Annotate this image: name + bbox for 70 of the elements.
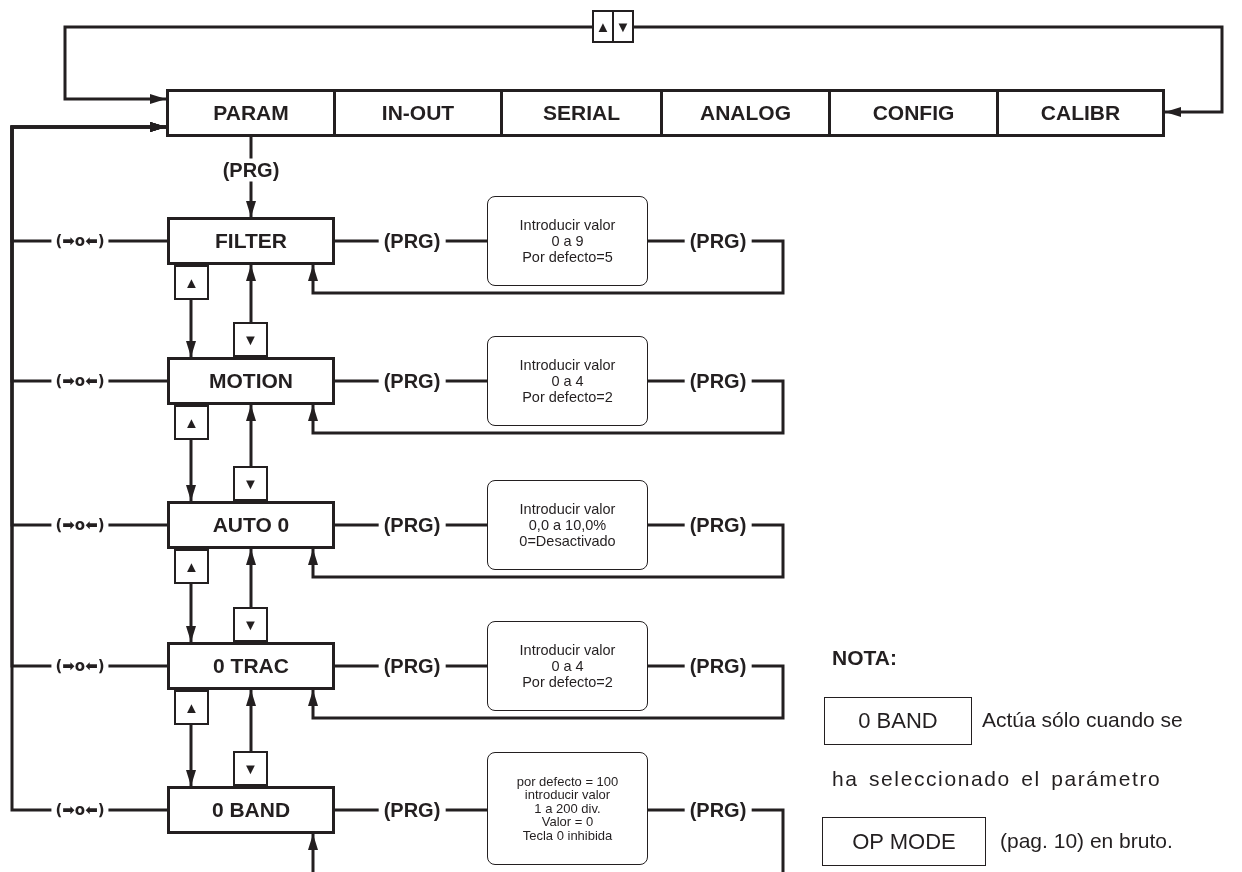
key-symbol: ▲	[592, 10, 614, 43]
menu-tab: CALIBR	[999, 89, 1165, 137]
arrow	[308, 523, 785, 579]
value-box	[487, 196, 648, 286]
key-combination-label: (➡o⬅)	[51, 232, 109, 250]
value-box	[487, 480, 648, 570]
arrow	[246, 405, 256, 466]
value-box	[487, 336, 648, 426]
key-symbol: ▲	[174, 265, 209, 300]
parameter-box: FILTER	[167, 217, 335, 265]
value-box	[487, 621, 648, 711]
key-symbol: ▼	[233, 466, 268, 501]
arrow	[186, 440, 196, 501]
key-combination-label: (➡o⬅)	[51, 657, 109, 675]
arrow	[186, 584, 196, 642]
note-heading: NOTA:	[832, 646, 897, 670]
arrow	[63, 25, 592, 104]
value-text: Introducir valor	[519, 216, 616, 233]
key-combination-label: (➡o⬅)	[51, 801, 109, 819]
value-text: por defecto = 100	[516, 775, 619, 789]
value-text: 0,0 a 10,0%	[528, 516, 607, 534]
arrow	[246, 265, 256, 322]
key-combination-label: (➡o⬅)	[51, 516, 109, 534]
value-text: 1 a 200 div.	[534, 801, 601, 816]
menu-tab: IN-OUT	[336, 89, 503, 137]
arrow	[186, 300, 196, 357]
value-text: 0=Desactivado	[519, 533, 616, 550]
key-symbol: ▼	[233, 322, 268, 357]
value-text: Introducir valor	[519, 356, 616, 373]
parameter-box: OP MODE	[822, 817, 986, 866]
note-text: Actúa sólo cuando se	[982, 708, 1183, 732]
key-symbol: ▲	[174, 549, 209, 584]
key-combination-label: (➡o⬅)	[51, 372, 109, 390]
key-symbol: ▲	[174, 405, 209, 440]
value-text: 0 a 9	[551, 232, 584, 250]
value-text: 0 a 4	[551, 372, 584, 390]
value-text: Tecla 0 inhibida	[522, 828, 613, 842]
arrow	[246, 549, 256, 607]
arrow	[308, 239, 785, 295]
value-text: 0 a 4	[551, 657, 584, 675]
arrow	[10, 122, 167, 812]
value-text: Por defecto=5	[522, 249, 613, 266]
menu-tab: SERIAL	[503, 89, 663, 137]
arrow	[308, 379, 785, 435]
value-text: Introducir valor	[519, 500, 616, 517]
key-symbol: ▼	[233, 607, 268, 642]
key-symbol: ▲	[174, 690, 209, 725]
value-text: Por defecto=2	[522, 674, 613, 691]
parameter-box: AUTO 0	[167, 501, 335, 549]
arrow	[634, 25, 1224, 117]
value-text: introducir valor	[524, 788, 611, 802]
note-text: (pag. 10) en bruto.	[1000, 829, 1173, 853]
parameter-box: 0 BAND	[824, 697, 972, 745]
value-text: Introducir valor	[519, 641, 616, 658]
key-symbol: ▼	[233, 751, 268, 786]
menu-tab: ANALOG	[663, 89, 831, 137]
parameter-box: MOTION	[167, 357, 335, 405]
arrow	[308, 664, 785, 720]
menu-tab: PARAM	[166, 89, 336, 137]
arrow	[308, 834, 318, 872]
parameter-box: 0 BAND	[167, 786, 335, 834]
arrow	[246, 690, 256, 751]
key-symbol: ▼	[612, 10, 634, 43]
value-text: Por defecto=2	[522, 389, 613, 406]
menu-tab: CONFIG	[831, 89, 999, 137]
note-text: ha seleccionado el parámetro	[832, 767, 1162, 791]
arrow	[186, 725, 196, 786]
value-text: Valor = 0	[541, 815, 594, 829]
value-box	[487, 752, 648, 865]
parameter-box: 0 TRAC	[167, 642, 335, 690]
